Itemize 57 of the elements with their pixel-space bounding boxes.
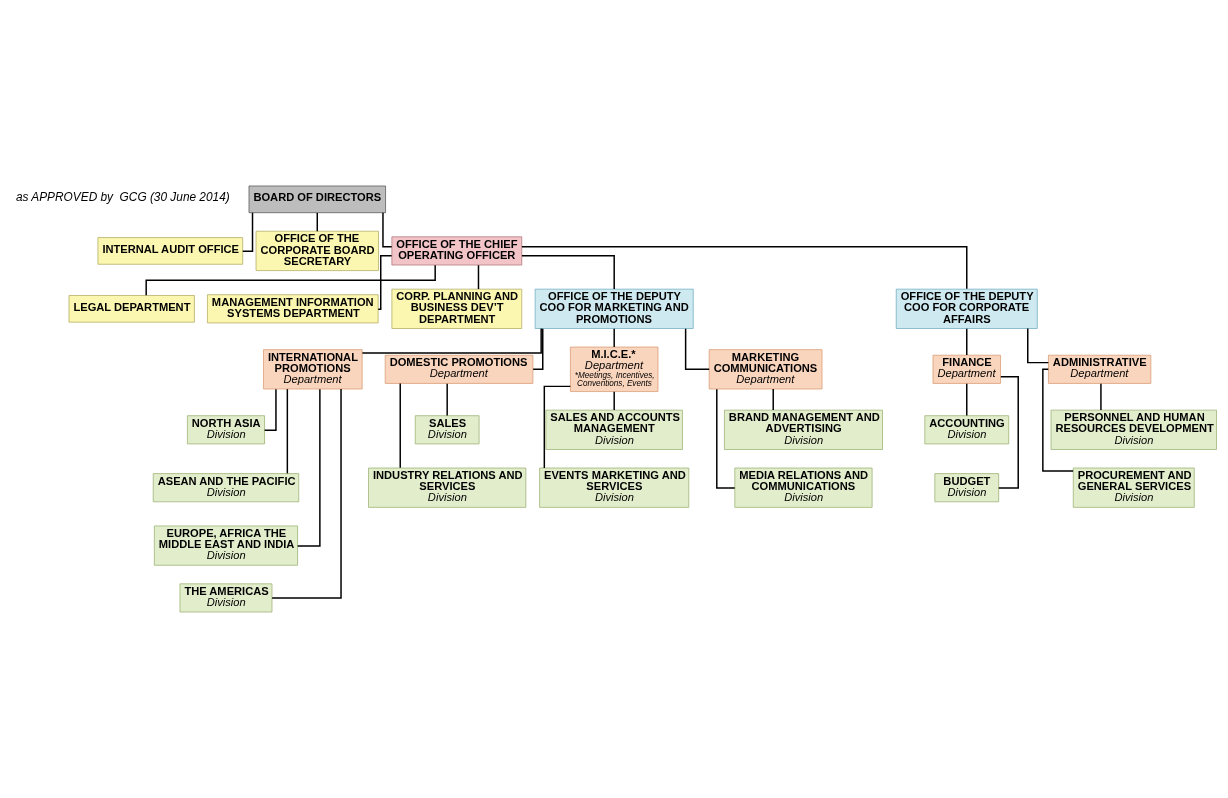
node-box: MANAGEMENT INFORMATION SYSTEMS DEPARTMENT: [207, 294, 379, 324]
node-box: ASEAN AND THE PACIFIC Division: [152, 473, 300, 503]
node-box: MEDIA RELATIONS AND COMMUNICATIONS Division: [734, 467, 873, 508]
node-box: OFFICE OF THE DEPUTY COO FOR CORPORATE AFFAIRS: [895, 288, 1038, 329]
node-box: BUDGET Division: [934, 473, 1000, 503]
node-box: ADMINISTRATIVE Department: [1048, 354, 1152, 384]
connector: [263, 388, 277, 431]
connector: [966, 327, 968, 356]
node-box: CORP. PLANNING AND BUSINESS DEV’T DEPARTMENT: [391, 288, 523, 329]
connector: [477, 264, 480, 290]
connector: [286, 388, 289, 475]
connector: [377, 255, 393, 310]
node-box: INTERNATIONAL PROMOTIONS Department: [263, 349, 363, 390]
connector: [998, 376, 1019, 489]
connector: [1042, 368, 1074, 472]
connector: [1100, 382, 1102, 411]
node-box: OFFICE OF THE DEPUTY COO FOR MARKETING AND PROMOTIONS: [534, 288, 694, 329]
connector: [613, 391, 615, 411]
node-box: LEGAL DEPARTMENT: [68, 295, 195, 323]
connector: [532, 327, 544, 371]
node-box: BOARD OF DIRECTORS: [248, 185, 386, 214]
node-box: THE AMERICAS Division: [179, 583, 273, 613]
node-box: INDUSTRY RELATIONS AND SERVICES Division: [368, 467, 527, 508]
connector: [271, 388, 342, 599]
connector: [361, 327, 542, 354]
node-box: SALES AND ACCOUNTS MANAGEMENT Division: [545, 409, 683, 450]
node-box: ACCOUNTING Division: [924, 415, 1010, 445]
node-box: FINANCE Department: [932, 354, 1001, 384]
connector: [1027, 327, 1050, 364]
connector: [446, 382, 448, 417]
connector: [296, 388, 321, 547]
connector: [716, 388, 736, 489]
node-box: OFFICE OF THE CHIEF OPERATING OFFICER: [391, 236, 523, 266]
connector: [399, 382, 401, 469]
connector: [316, 212, 318, 232]
node-box: EUROPE, AFRICA THE MIDDLE EAST AND INDIA Division: [154, 525, 298, 566]
node-box: PERSONNEL AND HUMAN RESOURCES DEVELOPMENT Division: [1050, 409, 1217, 450]
connector: [613, 327, 615, 348]
label: as APPROVED by GCG (30 June 2014): [15, 190, 230, 205]
node-box: M.I.C.E.* Department *Meetings, Incentives, Conventions, Events: [570, 346, 659, 392]
node-box: INTERNAL AUDIT OFFICE: [97, 237, 244, 265]
connector: [382, 212, 393, 248]
node-box: NORTH ASIA Division: [187, 415, 265, 445]
node-box: PROCUREMENT AND GENERAL SERVICES Division: [1072, 467, 1195, 508]
connector: [521, 255, 615, 290]
node-box: DOMESTIC PROMOTIONS Department: [384, 354, 534, 384]
connector: [242, 211, 254, 253]
node-box: SALES Division: [414, 415, 480, 445]
connector: [684, 327, 710, 371]
node-box: BRAND MANAGEMENT AND ADVERTISING Division: [724, 409, 883, 450]
node-box: OFFICE OF THE CORPORATE BOARD SECRETARY: [255, 230, 379, 271]
connector: [521, 246, 968, 290]
connector: [966, 382, 968, 417]
connector: [772, 388, 774, 411]
node-box: MARKETING COMMUNICATIONS Department: [708, 349, 823, 390]
node-box: EVENTS MARKETING AND SERVICES Division: [539, 467, 690, 508]
connector: [543, 385, 572, 469]
